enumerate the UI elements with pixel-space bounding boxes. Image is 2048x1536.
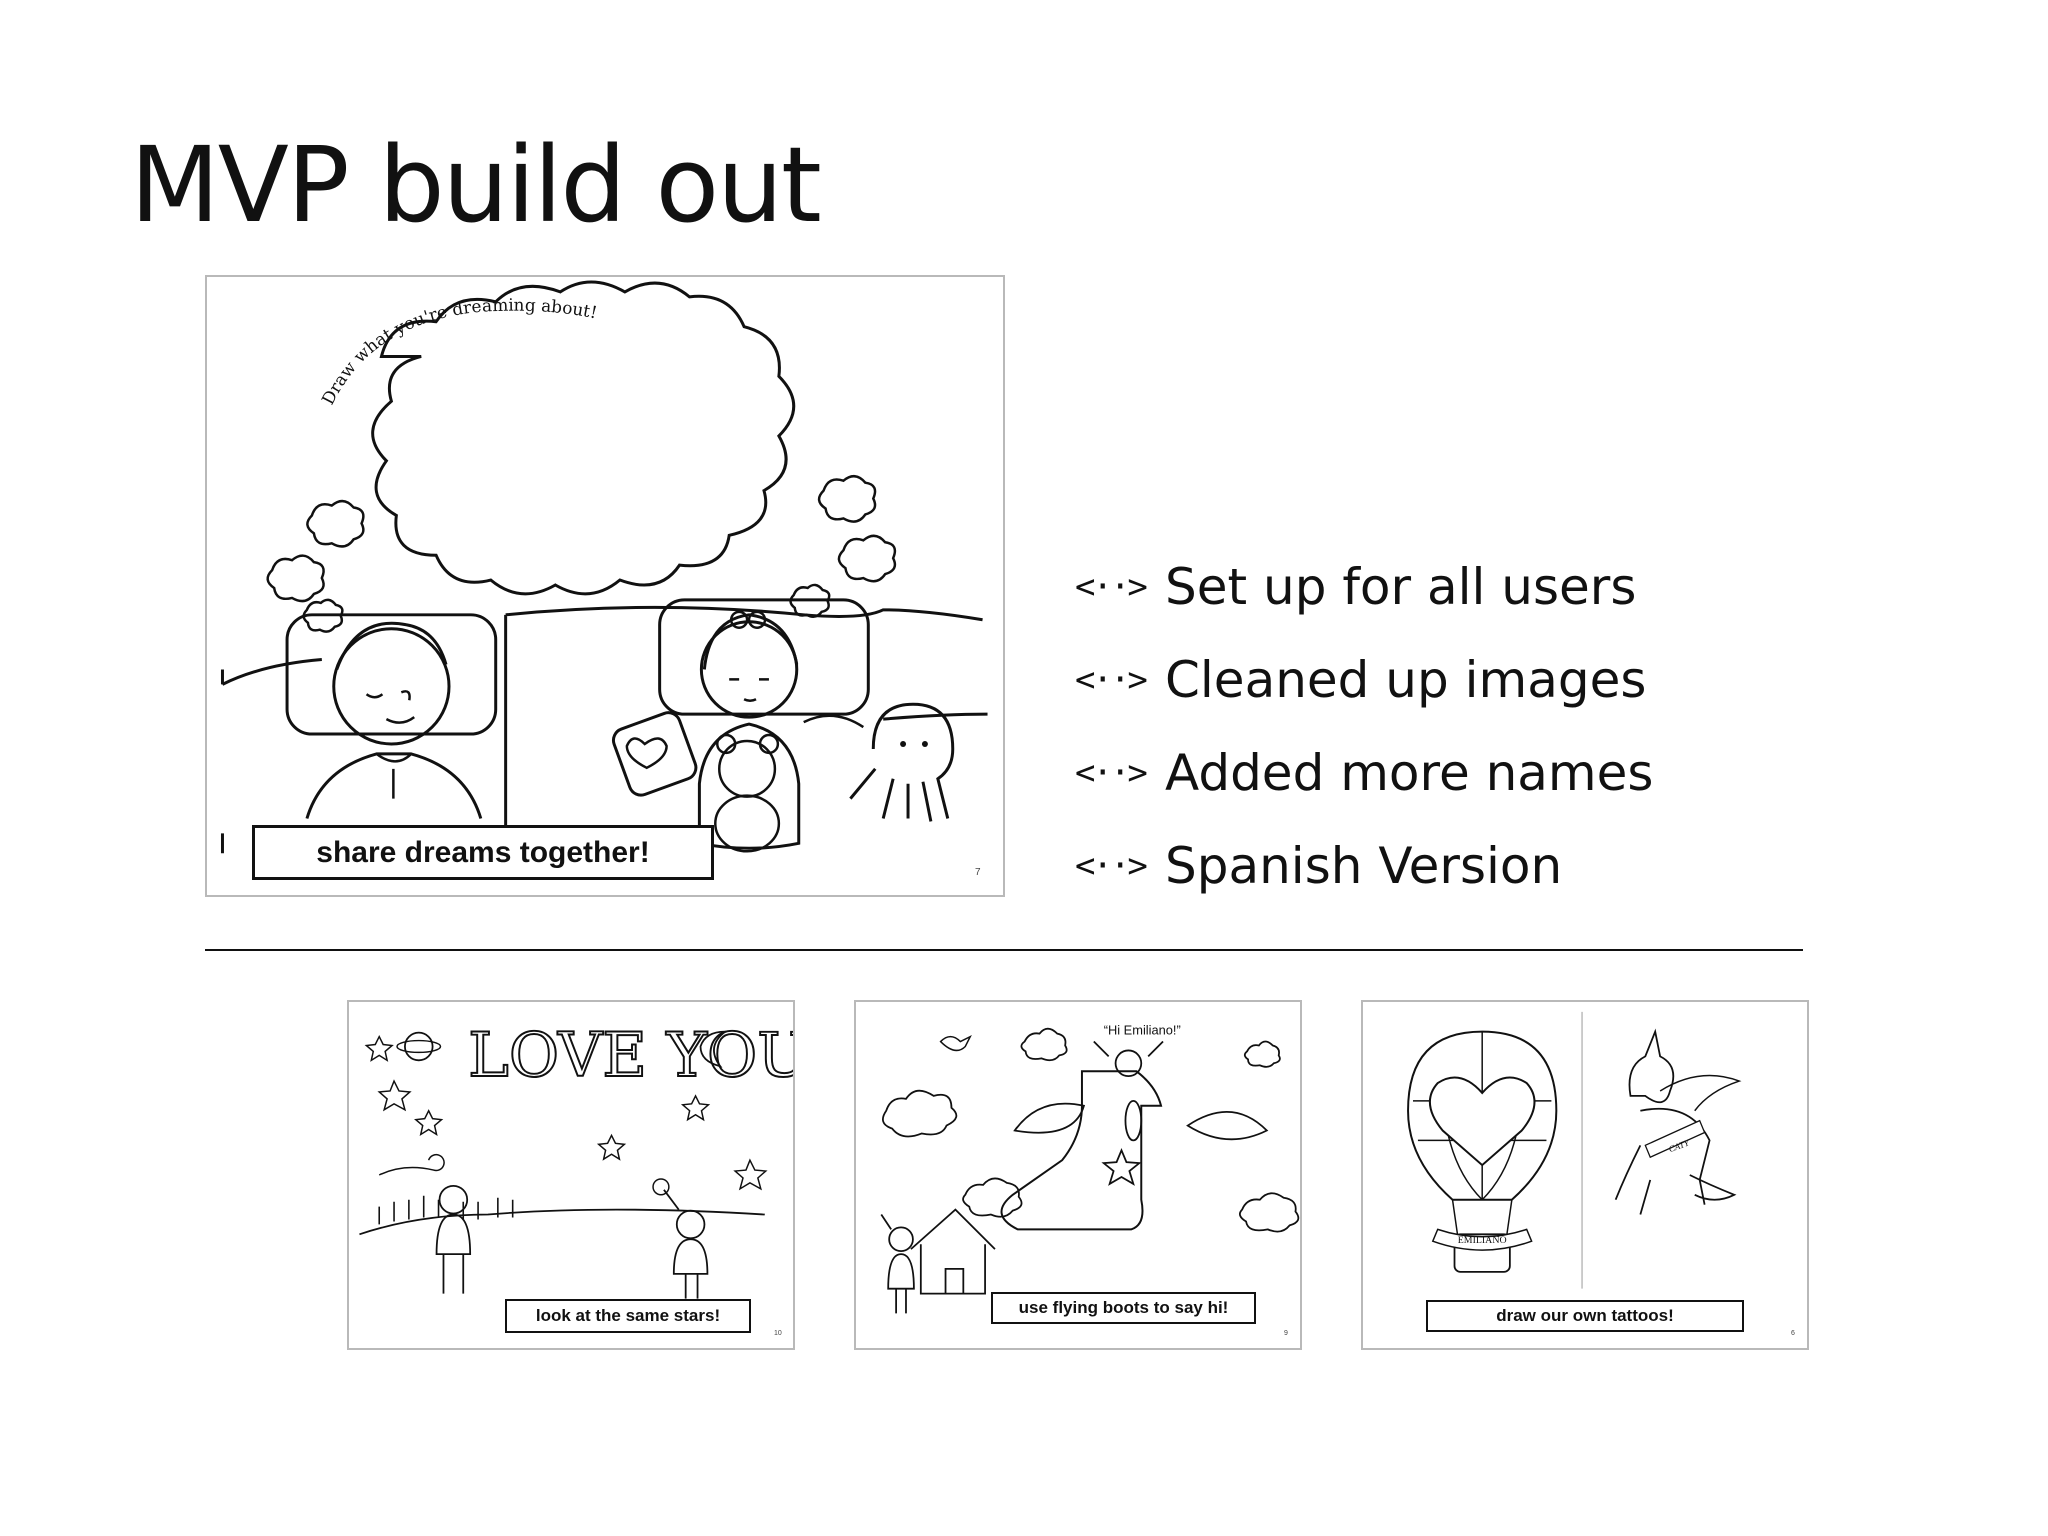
double-arrow-icon: <··> bbox=[1075, 752, 1148, 793]
dream-prompt-text: Draw what you're dreaming about! bbox=[317, 295, 599, 408]
double-arrow-icon: <··> bbox=[1075, 659, 1148, 700]
feature-list: <··> Set up for all users <··> Cleaned u… bbox=[1075, 540, 1653, 912]
thumbnail-caption: draw our own tattoos! bbox=[1426, 1300, 1744, 1332]
boots-illustration: “Hi Emiliano!” bbox=[880, 1023, 1300, 1314]
dream-illustration: Draw what you're dreaming about! bbox=[220, 280, 988, 854]
double-arrow-icon: <··> bbox=[1075, 566, 1148, 607]
slide-title: MVP build out bbox=[130, 124, 822, 246]
thumbnail-stars: LOVE YOU look at the same stars! 10 bbox=[347, 1000, 795, 1350]
bullet-text: Cleaned up images bbox=[1165, 650, 1647, 709]
bullet-text: Spanish Version bbox=[1165, 836, 1563, 895]
section-divider bbox=[205, 949, 1803, 951]
main-coloring-page: Draw what you're dreaming about! share d… bbox=[205, 275, 1005, 897]
balloon-banner-text: EMILIANO bbox=[1458, 1235, 1507, 1246]
stars-illustration: LOVE YOU bbox=[359, 1019, 793, 1299]
bullet-text: Set up for all users bbox=[1165, 557, 1637, 616]
list-item: <··> Added more names bbox=[1075, 726, 1653, 819]
thumbnail-caption: use flying boots to say hi! bbox=[991, 1292, 1256, 1324]
thumbnail-tattoos: EMILIANO CATY draw our own tattoos! 6 bbox=[1361, 1000, 1809, 1350]
thumbnail-page-number: 6 bbox=[1791, 1330, 1795, 1337]
list-item: <··> Cleaned up images bbox=[1075, 633, 1653, 726]
bullet-text: Added more names bbox=[1165, 743, 1654, 802]
love-you-art-text: LOVE YOU bbox=[468, 1020, 793, 1091]
tattoos-illustration: EMILIANO CATY bbox=[1407, 1011, 1742, 1289]
double-arrow-icon: <··> bbox=[1075, 845, 1148, 886]
thumbnail-page-number: 10 bbox=[774, 1330, 782, 1337]
speech-bubble-text: “Hi Emiliano!” bbox=[1104, 1023, 1181, 1038]
thumbnail-page-number: 9 bbox=[1284, 1330, 1288, 1337]
thumbnail-caption: look at the same stars! bbox=[505, 1299, 751, 1333]
thumbnail-flying-boots: “Hi Emiliano!” use flying boots to say h… bbox=[854, 1000, 1302, 1350]
list-item: <··> Spanish Version bbox=[1075, 819, 1653, 912]
svg-text:Draw what you're dreaming abou: Draw what you're dreaming about! bbox=[317, 295, 599, 408]
main-page-number: 7 bbox=[975, 867, 981, 878]
list-item: <··> Set up for all users bbox=[1075, 540, 1653, 633]
main-page-caption: share dreams together! bbox=[252, 825, 714, 880]
